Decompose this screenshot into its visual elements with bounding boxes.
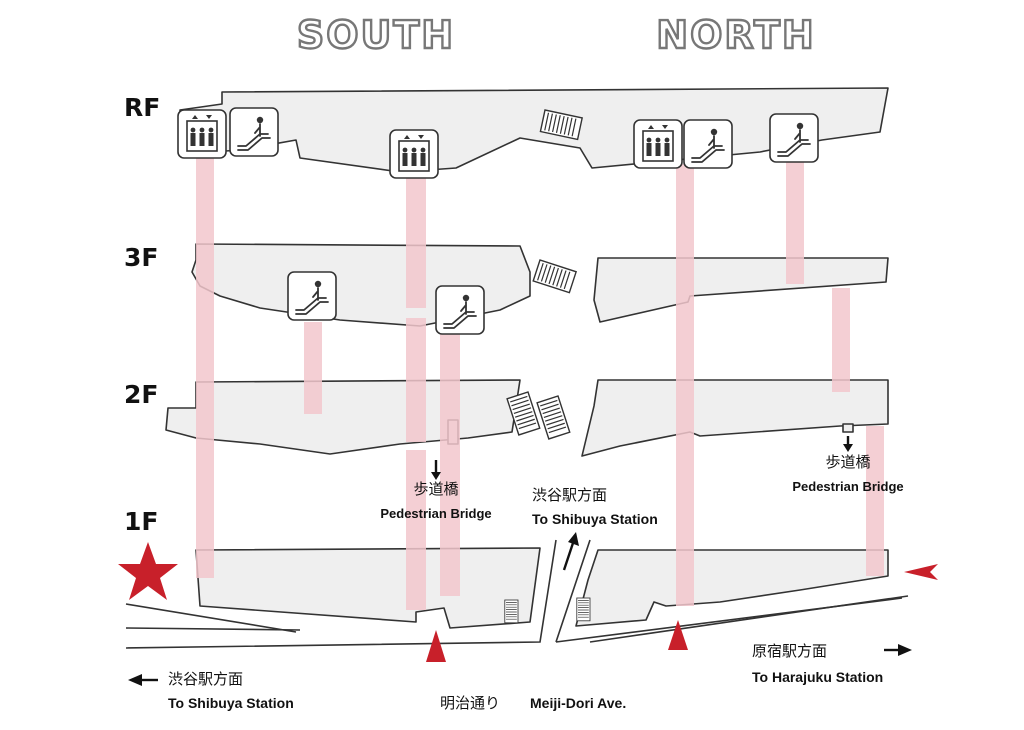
- bridge-label-north-en: Pedestrian Bridge: [792, 479, 903, 494]
- floor-label-1f: 1F: [124, 507, 158, 536]
- stairs-icon: [576, 597, 591, 622]
- bridge-label-north-jp: 歩道橋: [825, 453, 870, 471]
- direction-harajuku-en: To Harajuku Station: [752, 669, 883, 685]
- entrance-marker-north: [668, 620, 688, 650]
- elevator-icon: [633, 119, 683, 169]
- slab-2f-south: [165, 379, 521, 455]
- wing-label-north: NORTH: [656, 13, 815, 57]
- direction-harajuku-jp: 原宿駅方面: [752, 642, 827, 660]
- shaft-escalator-north-3f: [832, 288, 850, 392]
- arrow-left-head: [128, 674, 142, 686]
- escalator-icon: [769, 113, 819, 163]
- shaft-escalator-north-rf: [786, 160, 804, 284]
- escalator-icon: [435, 285, 485, 335]
- shaft-bridge-north: [866, 426, 884, 576]
- stairs-icon: [532, 259, 577, 294]
- bridge-arrowhead-north: [843, 444, 853, 452]
- escalator-icon: [287, 271, 337, 321]
- bridge-label-south-jp: 歩道橋: [413, 480, 458, 498]
- elevator-icon: [177, 109, 227, 159]
- direction-shibuya-left-en: To Shibuya Station: [168, 695, 294, 711]
- wing-label-south: SOUTH: [297, 13, 455, 57]
- stairs-icon: [536, 395, 571, 440]
- slab-1f-south: [195, 547, 541, 629]
- shaft-elevator-south-2b: [406, 318, 426, 442]
- shaft-elevator-south-2: [406, 176, 426, 308]
- arrow-right-head: [898, 644, 912, 656]
- stairs-icon: [504, 599, 519, 624]
- floor-label-2f: 2F: [124, 380, 158, 409]
- arrow-to-shibuya-up-icon: [562, 539, 576, 571]
- street-edge-main: [125, 539, 557, 649]
- direction-shibuya-center-jp: 渋谷駅方面: [532, 486, 607, 504]
- bridge-label-south-en: Pedestrian Bridge: [380, 506, 491, 521]
- street-name-en: Meiji-Dori Ave.: [530, 695, 626, 711]
- elevator-icon: [389, 129, 439, 179]
- slab-1f-north: [575, 549, 889, 627]
- floor-label-3f: 3F: [124, 243, 158, 272]
- shaft-escalator-south-3f: [440, 330, 460, 596]
- arrow-head-up: [568, 532, 579, 546]
- shaft-elevator-north: [676, 164, 694, 606]
- bridge-arrowhead-south: [431, 472, 441, 480]
- escalator-icon: [229, 107, 279, 157]
- street-edge-south-upper: [125, 603, 297, 633]
- escalator-icon: [683, 119, 733, 169]
- bridge-stub-north: [842, 423, 854, 433]
- shaft-escalator-3f-2f: [304, 322, 322, 414]
- street-name-jp: 明治通り: [440, 694, 500, 712]
- entrance-marker-east: [904, 564, 938, 580]
- direction-shibuya-left-jp: 渋谷駅方面: [168, 670, 243, 688]
- street-edge-north-lower: [589, 595, 909, 643]
- floor-label-rf: RF: [124, 93, 160, 122]
- entrance-marker-south: [426, 630, 446, 662]
- current-location-star-icon: [118, 542, 178, 600]
- slab-2f-north: [581, 379, 889, 457]
- street-edge-south-lower: [125, 627, 301, 631]
- shaft-elevator-south-1: [196, 156, 214, 578]
- shaft-elevator-south-2c: [406, 450, 426, 610]
- direction-shibuya-center-en: To Shibuya Station: [532, 511, 658, 527]
